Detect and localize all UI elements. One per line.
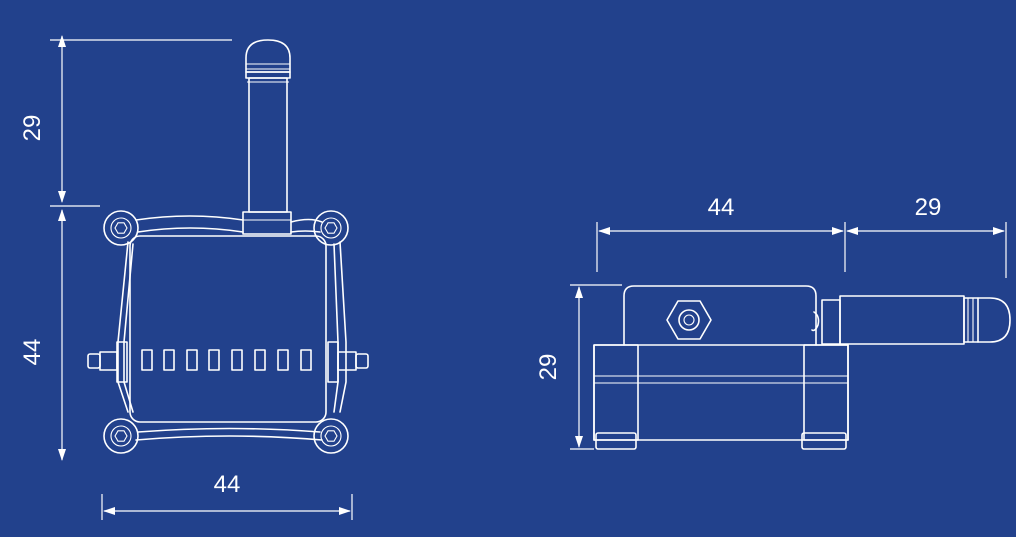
dim-front-body-height: 44	[19, 205, 100, 461]
label-side-antenna-length: 29	[915, 194, 942, 221]
side-antenna	[811, 295, 1011, 345]
front-lug-bottom-right	[313, 418, 349, 454]
label-side-body-length: 44	[708, 194, 735, 221]
front-lug-bottom-left	[103, 418, 139, 454]
side-view: 44 29 29	[535, 194, 1011, 450]
dim-front-body-width: 44	[101, 471, 353, 520]
label-body-height: 44	[19, 339, 46, 366]
dim-front-antenna-height: 29	[19, 35, 232, 203]
front-nozzle-right	[327, 341, 369, 383]
side-upper-housing	[623, 285, 817, 346]
front-terminal-slots	[141, 349, 312, 371]
dim-side-antenna-length: 29	[846, 194, 1007, 278]
side-gland-nut	[666, 300, 712, 340]
side-lower-body	[593, 344, 849, 441]
front-bracket	[117, 215, 347, 441]
dim-side-height: 29	[535, 284, 622, 450]
front-body	[129, 235, 327, 423]
front-nozzle-left	[87, 341, 128, 383]
front-view: 29 44 44	[19, 35, 369, 520]
front-antenna	[242, 39, 292, 235]
label-antenna-height: 29	[19, 115, 46, 142]
label-body-width: 44	[214, 471, 241, 498]
dim-side-body-length: 44	[596, 194, 846, 272]
label-side-height: 29	[535, 354, 562, 381]
side-feet	[595, 432, 847, 450]
front-lug-top-left	[103, 210, 139, 246]
front-lug-top-right	[313, 210, 349, 246]
